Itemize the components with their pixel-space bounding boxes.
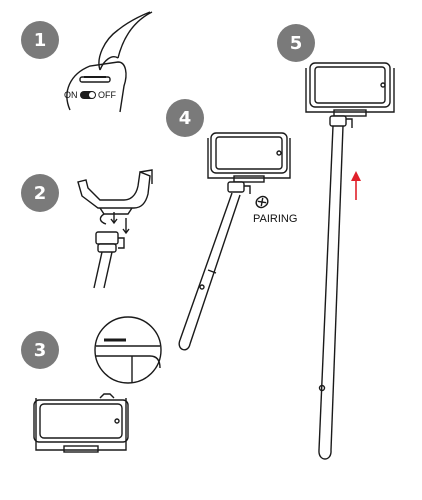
step5-extended-stick [305,62,395,460]
step-badge-4: 4 [166,99,204,137]
step-number-3: 3 [34,340,47,361]
phone-step4 [210,132,288,174]
up-arrow-icon [351,171,361,200]
step3-phone-mount [33,316,162,453]
step-badge-3: 3 [21,331,59,369]
step-badge-2: 2 [21,174,59,212]
switch-off-label: OFF [98,90,116,100]
finger-press-icon [98,11,153,71]
step-number-1: 1 [34,30,47,51]
phone-step5 [309,62,391,108]
bluetooth-icon [255,195,269,209]
mounted-phone [33,399,129,443]
switch-on-label: ON [64,90,78,100]
step4-pairing [178,132,291,351]
step-badge-1: 1 [21,21,59,59]
step-number-2: 2 [34,183,47,204]
step-badge-5: 5 [277,24,315,62]
on-off-switch: ON OFF [64,90,116,100]
step-number-4: 4 [179,108,192,129]
step2-clamp-attach [77,169,153,289]
switch-housing [66,61,127,113]
detail-zoom-circle [94,316,162,384]
step-number-5: 5 [290,33,303,54]
step1-power-switch [66,11,153,113]
pairing-label: PAIRING [253,213,297,225]
